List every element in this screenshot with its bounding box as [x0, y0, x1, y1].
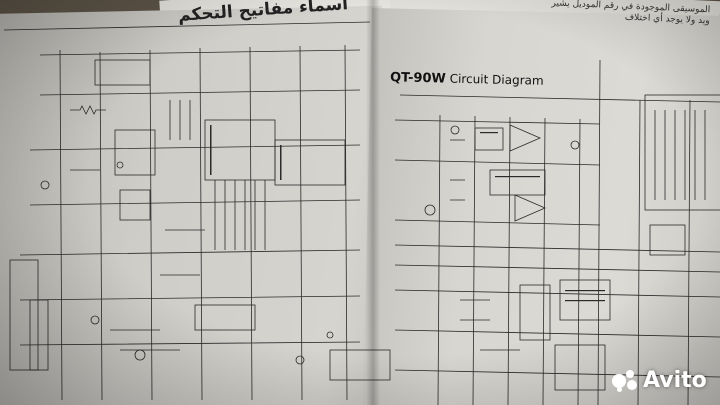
avito-wordmark: Avito — [643, 368, 707, 393]
title-caption: Circuit Diagram — [449, 71, 544, 88]
avito-watermark: Avito — [612, 368, 707, 393]
avito-logo-icon — [612, 369, 638, 392]
model-number: QT-90W — [389, 70, 447, 87]
paper-fold-shadow — [366, 0, 380, 405]
